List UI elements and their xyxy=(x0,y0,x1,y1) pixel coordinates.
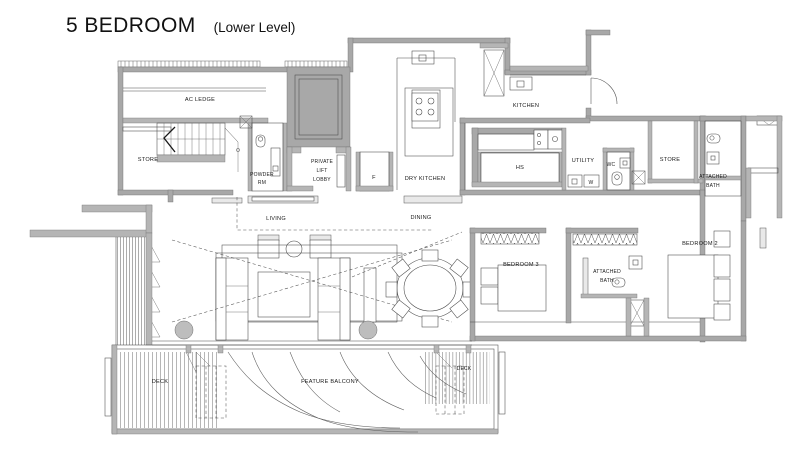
room-bedroom-2 xyxy=(667,227,767,321)
label-bedroom-2: BEDROOM 2 xyxy=(682,241,718,247)
room-attached-bath-middle xyxy=(565,227,650,337)
dining-table-round xyxy=(396,257,464,319)
label-attached-bath-mid-1: ATTACHED xyxy=(593,269,621,275)
balcony-step-left xyxy=(185,351,227,419)
room-utility xyxy=(561,127,646,191)
room-powder xyxy=(247,122,288,192)
planter-pot-2 xyxy=(358,320,378,340)
wc-pan-utility xyxy=(611,171,623,186)
balcony-step-right xyxy=(435,351,465,415)
staircase xyxy=(156,122,240,172)
window-symbol-left xyxy=(239,115,253,129)
page-title: 5 BEDROOM (Lower Level) xyxy=(66,14,295,38)
label-powder-rm-1: POWDER xyxy=(250,172,274,178)
living-room xyxy=(171,195,463,341)
feature-balcony-curves xyxy=(227,351,467,433)
sink-kitchen-2 xyxy=(509,76,533,91)
label-household-shelter: HS xyxy=(516,165,524,171)
room-dry-kitchen xyxy=(355,50,456,192)
washer-unit xyxy=(583,174,600,188)
label-attached-bath-mid-2: BATH xyxy=(600,278,614,284)
plan-title-sub: (Lower Level) xyxy=(213,20,296,35)
side-table-round xyxy=(285,240,303,258)
dining-room xyxy=(385,195,475,328)
wc-pan-bath-right xyxy=(706,133,721,144)
sofa-3-seater-right xyxy=(317,257,351,341)
label-deck-left: DECK xyxy=(152,379,169,385)
bed-double-bedroom2 xyxy=(667,230,731,321)
label-deck-right: DECK xyxy=(457,366,472,372)
room-household-shelter xyxy=(464,123,563,190)
room-attached-bath-right xyxy=(704,115,783,219)
room-bedroom-3 xyxy=(469,227,700,342)
exterior-walls xyxy=(117,29,747,343)
hob-4-burner xyxy=(411,92,439,122)
coffee-table xyxy=(257,271,311,318)
armchair-left xyxy=(257,234,280,259)
label-kitchen: KITCHEN xyxy=(513,103,539,109)
window-symbol-utility xyxy=(631,170,646,185)
room-ac-ledge xyxy=(122,87,269,132)
door-swing-kitchen xyxy=(590,77,618,105)
label-dry-kitchen: DRY KITCHEN xyxy=(405,176,445,182)
label-bedroom-3: BEDROOM 3 xyxy=(503,262,539,268)
ac-ledge-parapet-hatch xyxy=(117,60,348,68)
planter-pot-1 xyxy=(174,320,194,340)
wc-pan-powder xyxy=(255,134,266,148)
label-feature-balcony: FEATURE BALCONY xyxy=(301,379,359,385)
wc-pan-bath-middle xyxy=(611,277,626,288)
room-labels: AC LEDGE STORE POWDER RM PRIVATE LIFT LO… xyxy=(138,97,727,385)
label-washer: W xyxy=(589,180,594,186)
hob-utility xyxy=(533,129,563,150)
label-store-left: STORE xyxy=(138,157,158,163)
label-fridge: F xyxy=(372,175,376,181)
bed-double-bedroom3 xyxy=(480,264,547,312)
plan-title-main: 5 BEDROOM xyxy=(66,14,196,37)
sink-kitchen xyxy=(411,50,435,65)
dining-chairs-8 xyxy=(385,249,475,328)
label-powder-rm-2: RM xyxy=(258,180,266,186)
label-attached-bath-right-1: ATTACHED xyxy=(699,174,727,180)
label-dining: DINING xyxy=(410,215,431,221)
wardrobe-bedroom3 xyxy=(480,232,540,245)
sink-utility xyxy=(567,174,583,188)
armchair-right xyxy=(309,234,332,259)
label-living: LIVING xyxy=(266,216,286,222)
private-lift-lobby xyxy=(286,66,352,192)
label-private-lift-2: LIFT xyxy=(316,168,327,174)
label-private-lift-3: LOBBY xyxy=(313,177,331,183)
label-wc: WC xyxy=(607,162,616,168)
room-store-right xyxy=(647,120,704,184)
room-kitchen xyxy=(479,42,618,105)
balcony-deck xyxy=(104,344,506,435)
label-private-lift-1: PRIVATE xyxy=(311,159,334,165)
label-store-right: STORE xyxy=(660,157,680,163)
sliding-doors-left xyxy=(29,204,161,346)
wardrobe-bedroom2 xyxy=(572,233,638,246)
label-utility: UTILITY xyxy=(572,158,595,164)
label-attached-bath-right-2: BATH xyxy=(706,183,720,189)
sofa-3-seater-left xyxy=(215,257,249,341)
label-ac-ledge: AC LEDGE xyxy=(185,97,215,103)
